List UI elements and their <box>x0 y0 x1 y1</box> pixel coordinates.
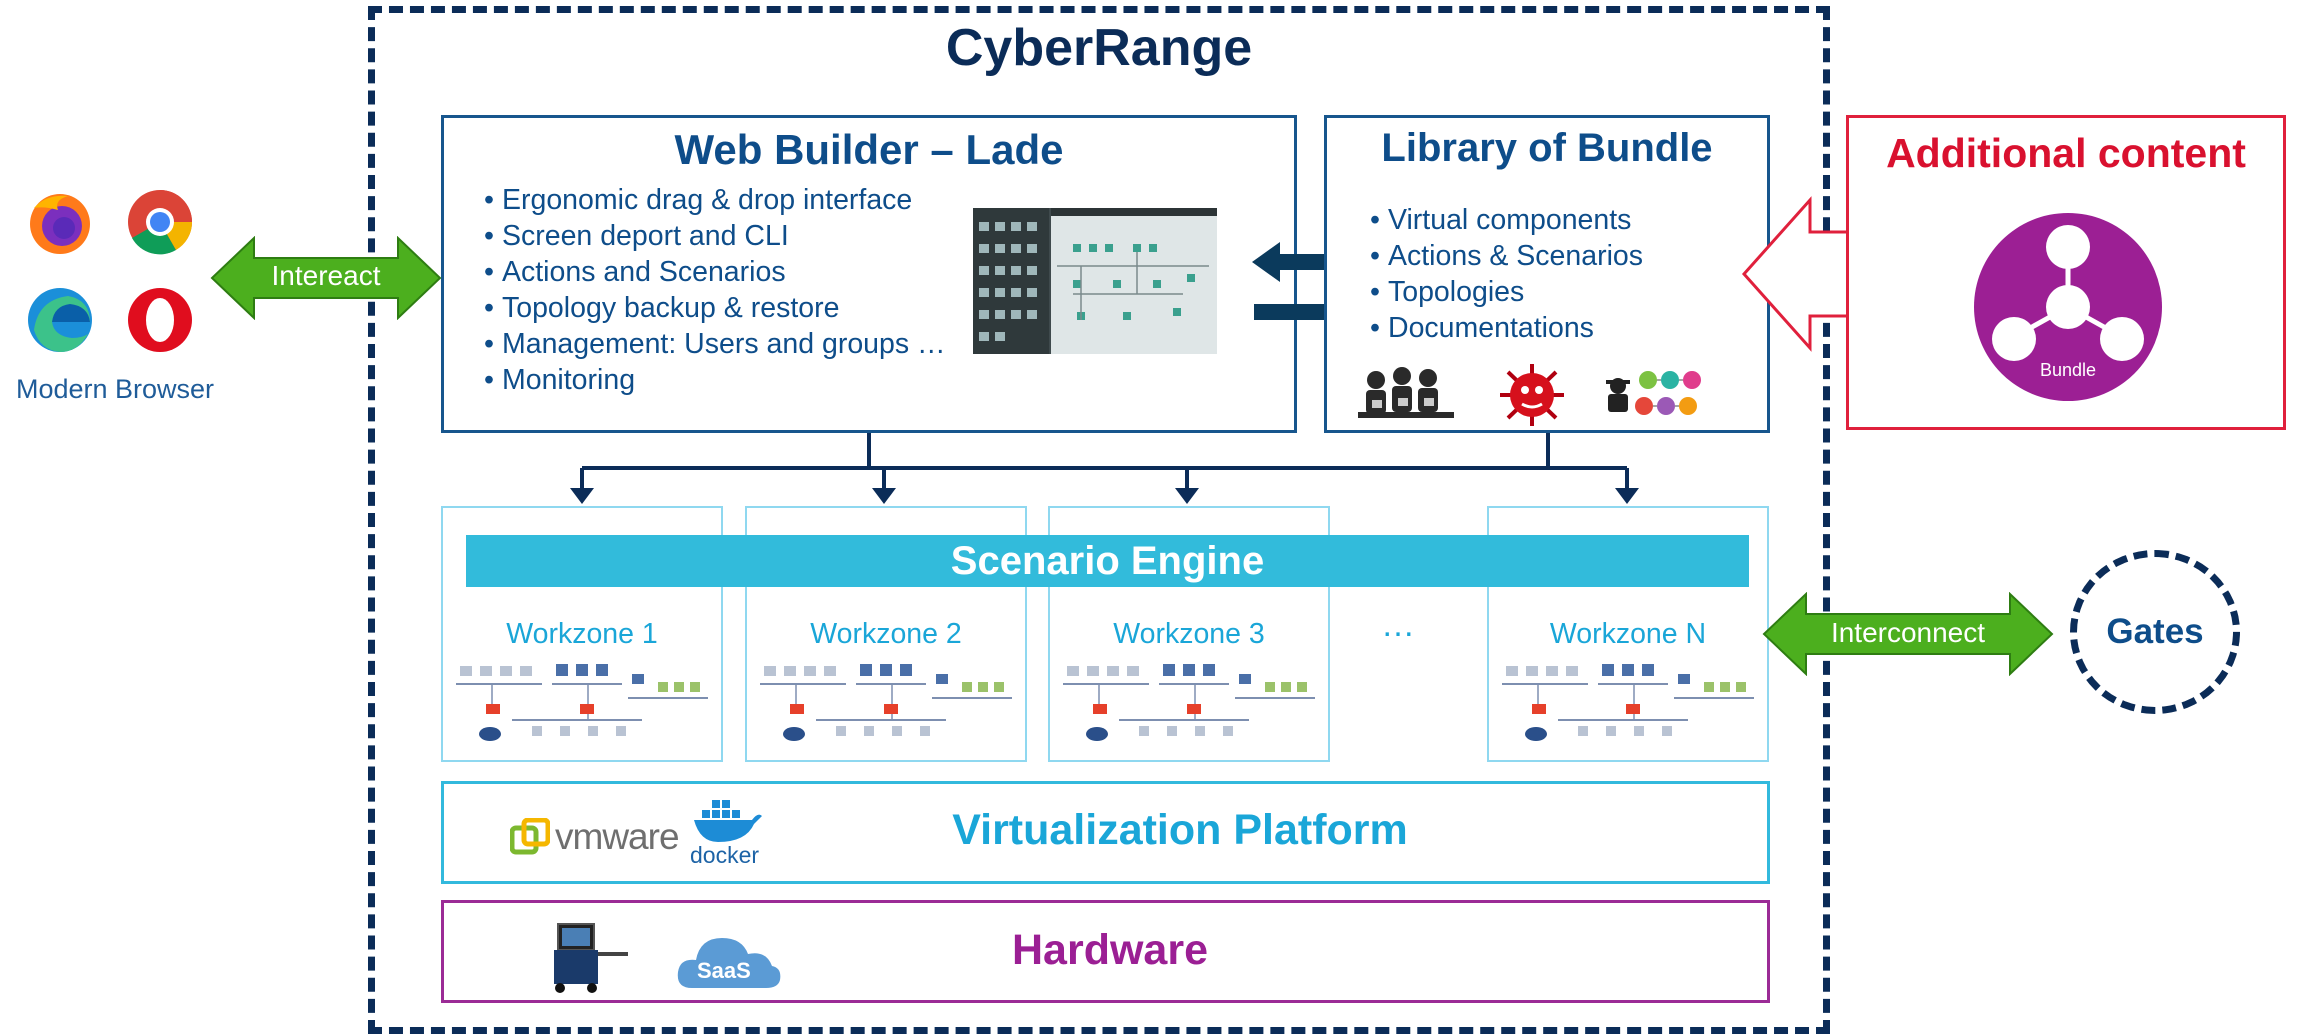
opera-icon <box>128 288 192 352</box>
scenario-engine-bar <box>466 535 1749 587</box>
web-builder-title: Web Builder – Lade <box>674 126 1064 173</box>
feature-item: Management: Users and groups … <box>484 326 946 362</box>
library-item: Topologies <box>1370 274 1643 310</box>
gates-circle <box>2070 550 2240 714</box>
library-item: Virtual components <box>1370 202 1643 238</box>
docker-logo-icon <box>694 800 762 842</box>
feature-item: Topology backup & restore <box>484 290 946 326</box>
web-builder-screenshot <box>973 208 1217 354</box>
interact-label: Intereact <box>271 260 381 291</box>
arrowhead-wz2 <box>872 488 896 504</box>
arrowhead-wzn <box>1615 488 1639 504</box>
workzone-label: Workzone 3 <box>1113 618 1265 650</box>
hackers-icon <box>1358 367 1454 418</box>
vmware-logo-icon <box>510 818 550 855</box>
cyberrange-frame <box>368 6 1830 1034</box>
bundle-icon <box>1974 213 2162 401</box>
additional-content-title: Additional content <box>1886 130 2246 176</box>
library-title: Library of Bundle <box>1381 126 1713 170</box>
additional-content-arrow <box>1741 196 1854 352</box>
scenario-icons <box>1606 371 1701 415</box>
arrowhead-wz1 <box>570 488 594 504</box>
workzone-label: Workzone N <box>1549 618 1707 650</box>
saas-text: SaaS <box>697 958 751 983</box>
feature-item: Screen deport and CLI <box>484 218 946 254</box>
workzone-ellipsis: … <box>1381 606 1419 644</box>
firefox-icon <box>30 194 90 254</box>
arrowhead-wz3 <box>1175 488 1199 504</box>
edge-icon <box>28 288 92 352</box>
cyberrange-title: CyberRange <box>945 19 1253 77</box>
workzone-label: Workzone 1 <box>506 618 658 650</box>
interconnect-arrow <box>1762 592 2054 676</box>
virus-icon <box>1500 364 1564 426</box>
gates-label: Gates <box>2106 612 2204 651</box>
bundle-label: Bundle <box>2039 360 2097 380</box>
workzone-label: Workzone 2 <box>810 618 962 650</box>
arrow-left-icon <box>1252 242 1356 282</box>
feature-item: Ergonomic drag & drop interface <box>484 182 946 218</box>
interact-arrow <box>210 236 442 320</box>
hardware-box <box>441 900 1770 1003</box>
scenario-engine-label: Scenario Engine <box>950 539 1265 583</box>
web-builder-feature-list: Ergonomic drag & drop interface Screen d… <box>484 182 946 398</box>
network-topology-icon <box>456 664 708 741</box>
library-item: Documentations <box>1370 310 1643 346</box>
server-cart-icon <box>554 923 628 993</box>
chrome-icon <box>128 190 193 255</box>
feature-item: Monitoring <box>484 362 946 398</box>
docker-text: docker <box>690 842 760 868</box>
network-topology-icon <box>760 664 1012 741</box>
virtualization-label: Virtualization Platform <box>952 806 1408 854</box>
saas-cloud-icon <box>677 938 781 988</box>
feature-item: Actions and Scenarios <box>484 254 946 290</box>
library-item-list: Virtual components Actions & Scenarios T… <box>1370 202 1643 346</box>
network-topology-icon <box>1502 664 1754 741</box>
virtualization-box <box>441 781 1770 884</box>
hardware-label: Hardware <box>1012 926 1208 974</box>
interconnect-label: Interconnect <box>1830 617 1986 648</box>
vmware-text: vmware <box>555 816 680 857</box>
browser-label: Modern Browser <box>15 374 215 404</box>
library-item: Actions & Scenarios <box>1370 238 1643 274</box>
network-topology-icon <box>1063 664 1315 741</box>
